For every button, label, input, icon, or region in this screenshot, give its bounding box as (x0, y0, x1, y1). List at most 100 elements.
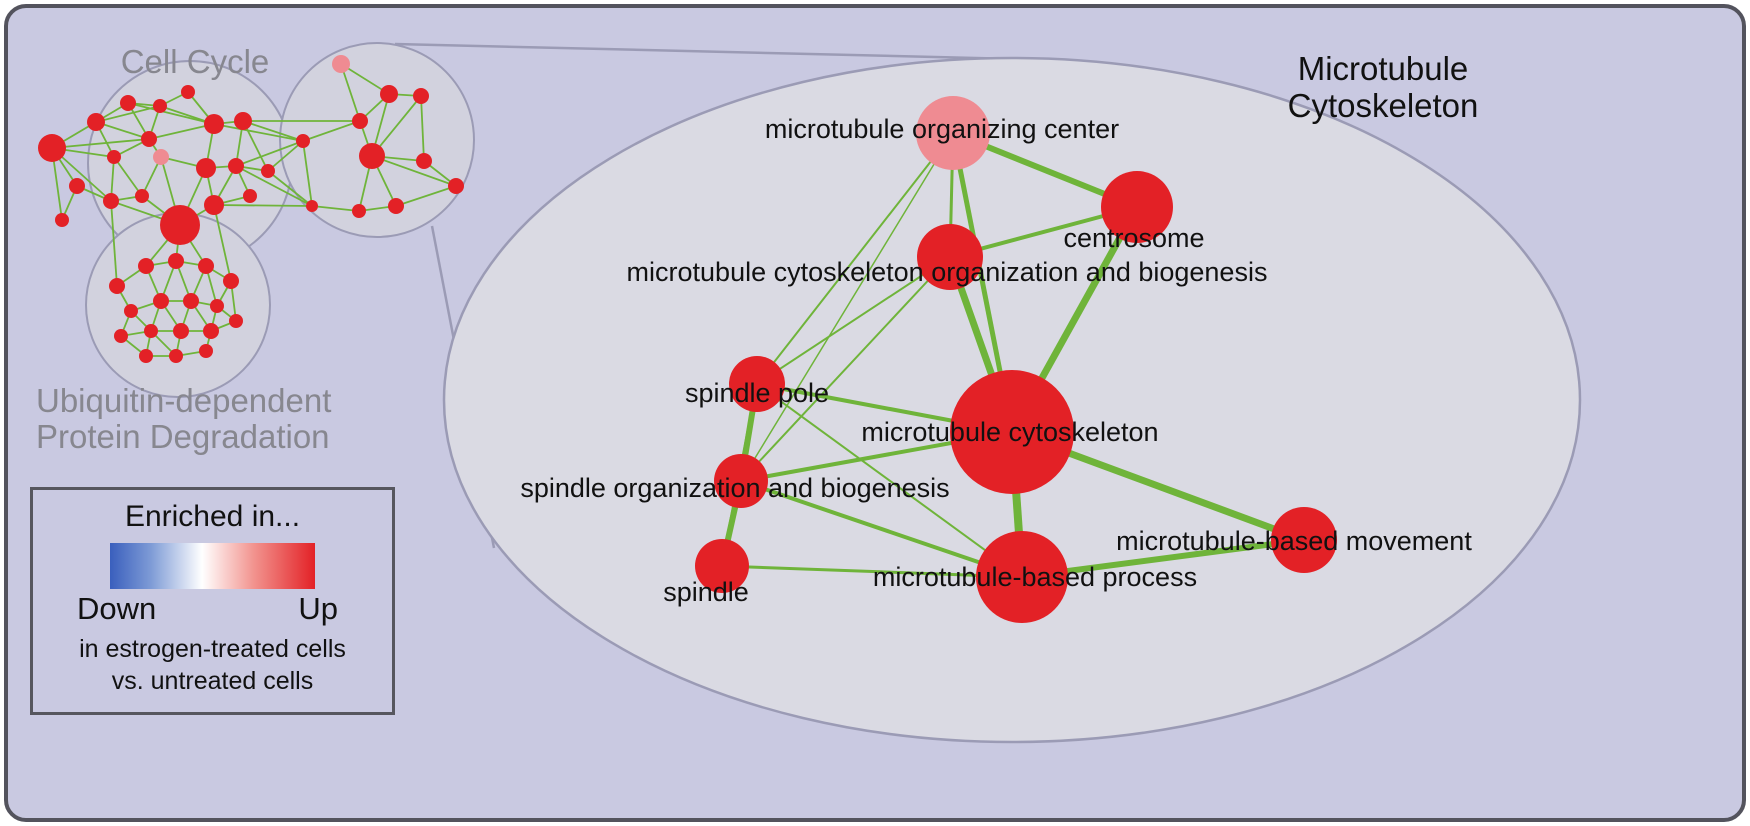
overview-edge (235, 140, 304, 167)
overview-edge (51, 138, 150, 149)
zoom-node-cen (1101, 171, 1173, 243)
zoom-node-mc (950, 370, 1074, 494)
overview-node-m0 (332, 55, 350, 73)
overview-edge (213, 204, 232, 282)
overview-node-c13 (103, 193, 119, 209)
zoom-node-mbp (976, 531, 1068, 623)
overview-edge (302, 140, 313, 207)
overview-edge (213, 123, 304, 142)
overview-node-c4 (181, 85, 195, 99)
overview-node-u0 (109, 278, 125, 294)
overview-node-u4 (223, 273, 239, 289)
figure-title-line-2: Cytoskeleton (1288, 87, 1479, 124)
legend-gradient-bar (110, 543, 315, 589)
overview-edge (420, 95, 425, 162)
cluster-label: Ubiquitin-dependent (36, 382, 331, 419)
zoom-node-label-sppole: spindle pole (685, 378, 829, 408)
overview-node-c6 (234, 112, 252, 130)
zoom-node-spindle (695, 539, 749, 593)
overview-node-u10 (144, 324, 158, 338)
overview-node-c9 (153, 149, 169, 165)
overview-node-c14 (135, 189, 149, 203)
overview-node-c1 (87, 113, 105, 131)
overview-node-u5 (124, 304, 138, 318)
overview-node-c19 (55, 213, 69, 227)
zoom-edge-mcob-sppole (756, 256, 951, 385)
legend: Enriched in... Down Up in estrogen-treat… (30, 487, 395, 715)
overview-node-u6 (153, 293, 169, 309)
overview-node-c15 (160, 205, 200, 245)
zoom-node-sppole (729, 356, 785, 412)
zoom-edge-sob-mbp (740, 479, 1023, 579)
overview-node-c7 (141, 131, 157, 147)
overview-node-c0 (38, 134, 66, 162)
overview-edge (95, 121, 150, 140)
overview-node-c2 (120, 95, 136, 111)
overview-edge (242, 120, 269, 172)
zoom-node-label-sob: spindle organization and biogenesis (520, 473, 949, 503)
overview-node-m8 (388, 198, 404, 214)
overview-node-u13 (229, 314, 243, 328)
overview-node-c11 (228, 158, 244, 174)
overview-node-u9 (114, 329, 128, 343)
legend-caption-line2: vs. untreated cells (111, 667, 314, 695)
overview-node-c3 (153, 99, 167, 113)
overview-edge (148, 123, 215, 140)
overview-node-u2 (168, 253, 184, 269)
zoom-node-moc (916, 96, 990, 170)
overview-edge (213, 204, 313, 207)
overview-node-m7 (448, 178, 464, 194)
zoom-edge-mbp-mbm (1021, 537, 1305, 580)
overview-edge (302, 120, 361, 142)
zoom-edge-mcob-sob (740, 256, 951, 482)
legend-title: Enriched in... (124, 500, 301, 533)
zoom-edge-sppole-mbp (756, 383, 1023, 578)
overview-node-m3 (352, 113, 368, 129)
zoom-node-label-mbp: microtubule-based process (873, 562, 1197, 592)
overview-node-c18 (261, 164, 275, 178)
overview-node-u15 (169, 349, 183, 363)
legend-caption-line1: in estrogen-treated cells (79, 635, 346, 663)
overview-node-c5 (204, 114, 224, 134)
zoom-node-mbm (1271, 507, 1337, 573)
overview-node-u8 (210, 299, 224, 313)
cluster-label: Cell Cycle (121, 43, 270, 80)
overview-edge (267, 140, 304, 172)
legend-down-label: Down (77, 591, 157, 626)
overview-edge (340, 63, 390, 95)
overview-node-u3 (198, 258, 214, 274)
zoom-node-label-moc: microtubule organizing center (765, 114, 1119, 144)
zoom-edge-moc-sob (740, 132, 954, 482)
overview-node-u11 (173, 323, 189, 339)
overview-edge (395, 185, 457, 207)
overview-node-m5 (359, 143, 385, 169)
overview-node-m2 (413, 88, 429, 104)
overview-node-u1 (138, 258, 154, 274)
overview-node-u12 (203, 323, 219, 339)
overview-node-m9 (352, 204, 366, 218)
overview-edge (113, 156, 143, 197)
zoom-node-sob (714, 454, 768, 508)
overview-edge (127, 102, 215, 125)
overview-edge (340, 63, 361, 122)
legend-ends-row: Down Up (33, 589, 392, 627)
overview-edge (267, 170, 313, 207)
overview-node-u16 (199, 344, 213, 358)
overview-node-c8 (107, 150, 121, 164)
overview-node-u7 (183, 293, 199, 309)
figure-title-line-1: Microtubule (1298, 50, 1469, 87)
overview-node-c12 (69, 178, 85, 194)
zoom-node-label-mbm: microtubule-based movement (1116, 526, 1472, 556)
overview-edge (235, 165, 313, 207)
overview-edge (242, 120, 304, 142)
overview-node-m1 (380, 85, 398, 103)
overview-edge (110, 200, 118, 287)
overview-edge (311, 205, 360, 212)
cluster-label: Protein Degradation (36, 418, 330, 455)
overview-edge (371, 155, 457, 187)
zoom-node-mcob (917, 224, 983, 290)
overview-node-u14 (139, 349, 153, 363)
zoom-connector-line (394, 42, 1061, 62)
